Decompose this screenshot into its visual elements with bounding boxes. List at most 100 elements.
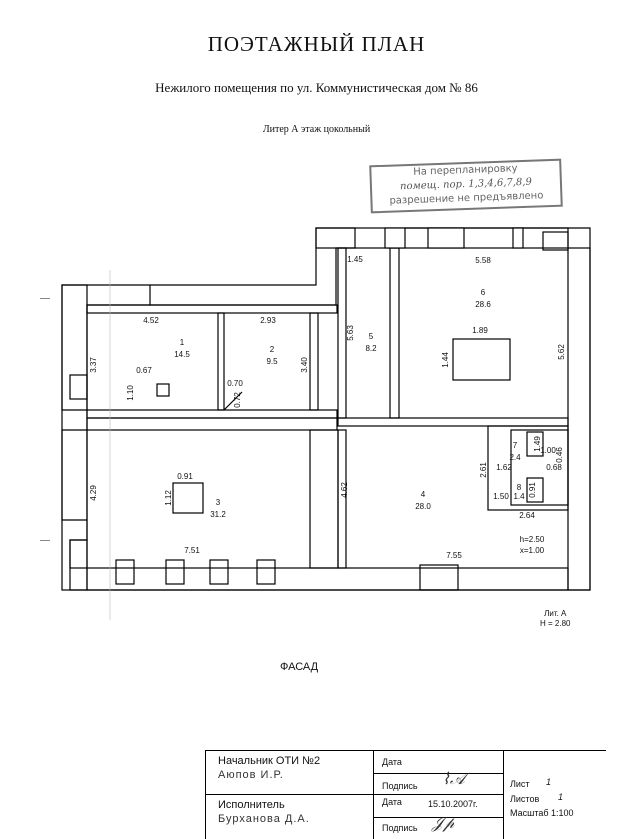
window <box>115 559 135 585</box>
dimension-label: 1.00 <box>540 446 556 455</box>
dimension-label: 1.62 <box>496 463 512 472</box>
height-label: h=2.50 <box>520 535 545 544</box>
room-number: 7 <box>513 441 518 450</box>
floor-label: Литер А этаж цокольный <box>262 124 371 135</box>
dimension-label: 1.50 <box>493 492 509 501</box>
room-number: 3 <box>216 498 221 507</box>
dimension-label: 5.58 <box>475 256 491 265</box>
scale-x-label: x=1.00 <box>520 546 545 555</box>
liter-label: Лит. А <box>544 609 567 618</box>
sheets-label: Листов <box>510 794 540 804</box>
wall <box>150 227 356 306</box>
dimension-label: 0.46 <box>555 447 564 463</box>
wall-left <box>61 284 88 591</box>
sheets-value: 1 <box>558 792 564 802</box>
dimension-label: 5.62 <box>557 344 566 360</box>
date-value: 15.10.2007г. <box>428 799 478 809</box>
dimension-label: 3.37 <box>89 357 98 373</box>
window <box>209 559 229 585</box>
wall <box>61 227 591 591</box>
partition <box>510 429 569 506</box>
dimension-label: 7.55 <box>446 551 462 560</box>
room-area: 9.5 <box>266 357 278 366</box>
window <box>419 564 459 591</box>
dimension-label: 0.67 <box>136 366 152 375</box>
divider <box>206 794 503 795</box>
date-label: Дата <box>382 757 402 767</box>
wall <box>61 284 151 411</box>
page-title: ПОЭТАЖНЫЙ ПЛАН <box>207 32 426 56</box>
dimension-label: 0.70 <box>227 379 243 388</box>
margin-mark <box>40 298 50 299</box>
dimension-label: 2.93 <box>260 316 276 325</box>
dimension-label: 7.51 <box>184 546 200 555</box>
chief-name: Аюпов И.Р. <box>218 769 284 781</box>
window <box>256 559 276 585</box>
column <box>172 482 204 514</box>
room-area: 14.5 <box>174 350 190 359</box>
divider <box>373 773 503 774</box>
signature: 𝒥𝓅 <box>432 813 455 832</box>
column <box>156 383 170 397</box>
partition <box>309 429 339 569</box>
room-area: 1.4 <box>513 492 525 501</box>
liter-height: Лит. А Н = 2.80 <box>540 609 570 629</box>
window <box>427 227 465 249</box>
signature: ⌇𝒜 <box>442 769 465 788</box>
partition <box>526 431 544 457</box>
dimension-label: 2.64 <box>519 511 535 520</box>
entrance <box>542 231 569 251</box>
dimension-label: 1.49 <box>533 436 542 452</box>
room-number: 6 <box>481 288 486 297</box>
facade-label: ФАСАД <box>280 661 319 673</box>
dimension-label: 1.10 <box>126 385 135 401</box>
window <box>512 227 524 249</box>
partition <box>337 417 569 427</box>
dimension-label: 3.40 <box>300 357 309 373</box>
scale-label: Масштаб 1:100 <box>510 808 574 818</box>
height-label: Н = 2.80 <box>540 619 571 628</box>
window <box>165 559 185 585</box>
sheet-value: 1 <box>546 777 552 787</box>
margin-mark <box>40 540 50 541</box>
entrance <box>69 374 88 400</box>
partition <box>526 477 544 503</box>
title-block: Начальник ОТИ №2 Аюпов И.Р. Исполнитель … <box>205 750 606 839</box>
partition <box>389 247 400 419</box>
partition <box>337 247 347 419</box>
room-area: 2.4 <box>509 453 521 462</box>
dimension-label: 1.12 <box>164 490 173 506</box>
wall-front <box>86 567 569 591</box>
window <box>384 227 406 249</box>
partition <box>86 409 338 419</box>
signature-label: Подпись <box>382 823 418 833</box>
dimension-label: 1.44 <box>441 352 450 368</box>
room-area: 28.0 <box>415 502 431 511</box>
dimension-label: 0.68 <box>546 463 562 472</box>
dimension-label: 4.52 <box>143 316 159 325</box>
partition <box>337 429 347 569</box>
signature-label: Подпись <box>382 781 418 791</box>
room-area: 28.6 <box>475 300 491 309</box>
room-area: 8.2 <box>365 344 377 353</box>
dimension-label: 2.61 <box>479 462 488 478</box>
dimension-label: 4.29 <box>89 485 98 501</box>
date-label: Дата <box>382 797 402 807</box>
entrance <box>69 539 88 569</box>
divider <box>373 817 503 818</box>
dimension-label: 1.45 <box>347 255 363 264</box>
door-swing <box>223 391 243 411</box>
dimension-label: 0.91 <box>177 472 193 481</box>
room-number: 1 <box>180 338 185 347</box>
dimension-label: 5.63 <box>346 325 355 341</box>
chief-role: Начальник ОТИ №2 <box>218 755 321 767</box>
divider <box>373 751 374 839</box>
partition <box>309 312 319 411</box>
room-number: 5 <box>369 332 374 341</box>
room-number: 4 <box>421 490 426 499</box>
dimension-label: 1.89 <box>472 326 488 335</box>
room-area: 31.2 <box>210 510 226 519</box>
wall-right <box>567 247 591 591</box>
dimension-label: 0.91 <box>528 482 537 498</box>
partition <box>86 417 338 431</box>
